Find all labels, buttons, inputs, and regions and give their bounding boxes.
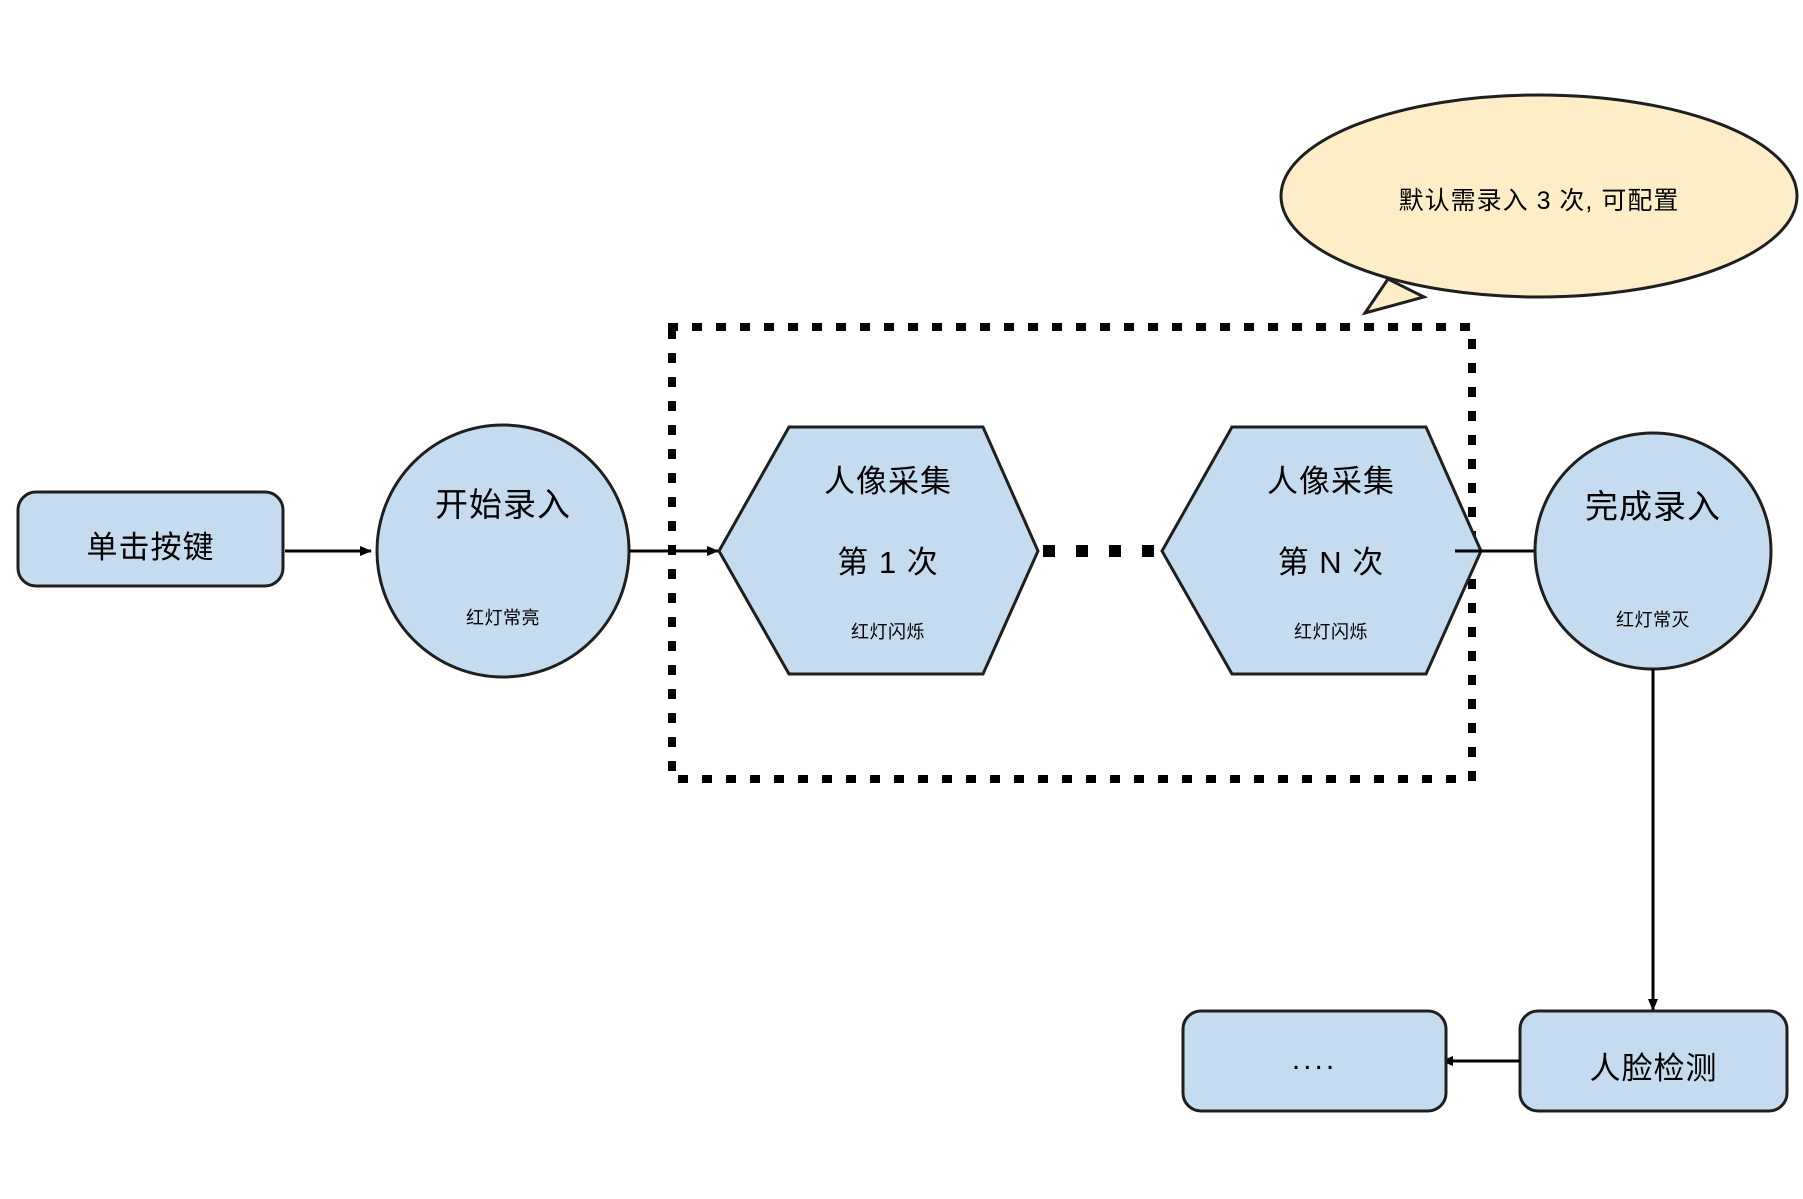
node-click-button[interactable] bbox=[16, 490, 285, 588]
node-more-steps[interactable] bbox=[1181, 1009, 1448, 1113]
node-capture-nth[interactable] bbox=[1160, 425, 1483, 676]
node-face-detect[interactable] bbox=[1518, 1009, 1789, 1113]
node-finish-enroll[interactable] bbox=[1533, 431, 1773, 671]
callout-ellipse bbox=[1279, 93, 1799, 299]
hexagon-ellipsis bbox=[1043, 545, 1154, 557]
node-capture-first[interactable] bbox=[717, 425, 1040, 676]
capture-loop-group-box bbox=[668, 323, 1476, 783]
callout-tail bbox=[1361, 277, 1429, 316]
callout-bubble bbox=[1279, 93, 1799, 316]
node-start-enroll[interactable] bbox=[375, 423, 631, 679]
